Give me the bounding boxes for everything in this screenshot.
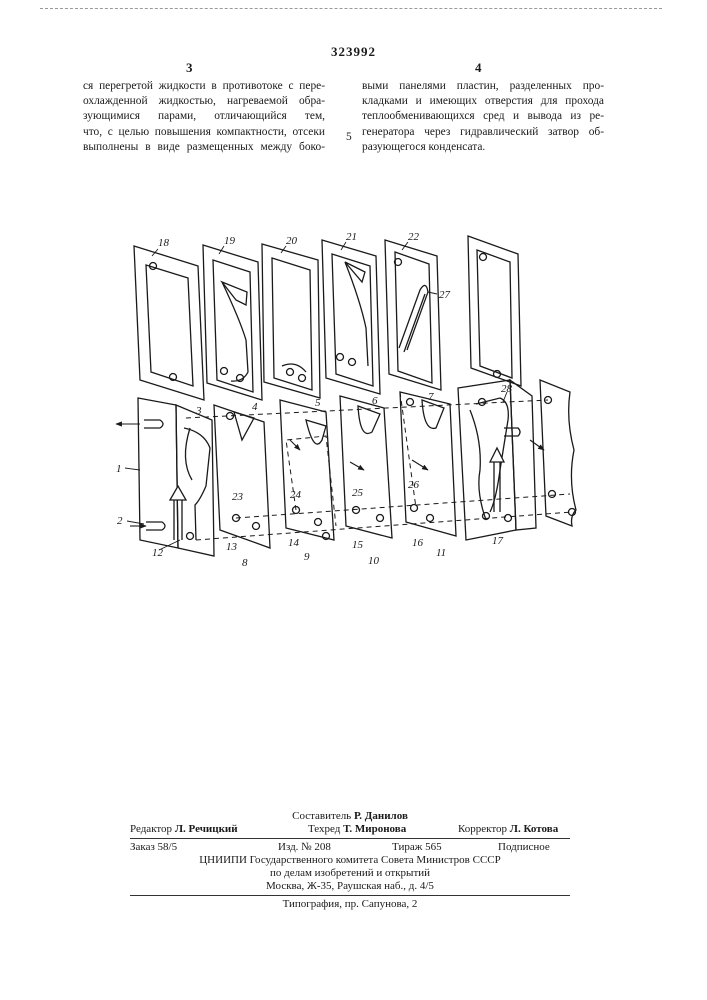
compiler-label: Составитель — [292, 810, 351, 822]
label-28: 28 — [501, 383, 513, 395]
label-11: 11 — [436, 547, 446, 559]
imprint-rule-top — [130, 838, 570, 839]
label-27: 27 — [439, 289, 451, 301]
edition-number: Изд. № 208 — [278, 841, 331, 854]
label-12: 12 — [152, 547, 164, 559]
label-10: 10 — [368, 555, 380, 567]
order-row: Заказ 58/5 Изд. № 208 Тираж 565 Подписно… — [130, 841, 570, 854]
gasket-20 — [262, 244, 320, 398]
label-13: 13 — [226, 541, 238, 553]
imprint-publication: Заказ 58/5 Изд. № 208 Тираж 565 Подписно… — [130, 841, 570, 893]
plate-5 — [280, 400, 334, 540]
plate-6 — [340, 396, 392, 538]
label-1: 1 — [116, 463, 122, 475]
gasket-22 — [385, 240, 441, 390]
printer-line: Типография, пр. Сапунова, 2 — [130, 898, 570, 911]
print-run: Тираж 565 — [392, 841, 442, 854]
label-6: 6 — [372, 395, 378, 407]
label-26: 26 — [408, 479, 420, 491]
label-4: 4 — [252, 401, 258, 413]
compiler-row: Составитель Р. Данилов — [130, 810, 570, 823]
end-plate — [540, 380, 576, 526]
label-8: 8 — [242, 557, 248, 569]
gasket-18 — [134, 246, 204, 400]
label-18: 18 — [158, 237, 170, 249]
label-20: 20 — [286, 235, 298, 247]
org-line-3: Москва, Ж-35, Раушская наб., д. 4/5 — [130, 880, 570, 893]
imprint-rule-bottom — [130, 895, 570, 896]
gasket-21 — [322, 240, 380, 394]
label-2: 2 — [117, 515, 123, 527]
plate-7 — [400, 392, 456, 536]
org-line-2: по делам изобретений и открытий — [130, 867, 570, 880]
editor-label: Редактор — [130, 823, 172, 835]
label-23: 23 — [232, 491, 244, 503]
label-19: 19 — [224, 235, 236, 247]
compiler-name: Р. Данилов — [354, 810, 408, 822]
editor-name: Л. Речицкий — [175, 823, 238, 835]
org-line-1: ЦНИИПИ Государственного комитета Совета … — [130, 854, 570, 867]
corrector-name: Л. Котова — [510, 823, 558, 835]
label-17: 17 — [492, 535, 504, 547]
imprint-credits: Составитель Р. Данилов Редактор Л. Речиц… — [130, 810, 570, 836]
editors-row: Редактор Л. Речицкий Техред Т. Миронова … — [130, 823, 570, 836]
top-panel-plate — [468, 236, 521, 386]
label-16: 16 — [412, 537, 424, 549]
label-24: 24 — [290, 489, 302, 501]
label-25: 25 — [352, 487, 364, 499]
label-14: 14 — [288, 537, 300, 549]
corrector-label: Корректор — [458, 823, 507, 835]
techred-label: Техред — [308, 823, 340, 835]
order-number: Заказ 58/5 — [130, 841, 177, 854]
label-3: 3 — [195, 405, 202, 417]
techred-name: Т. Миронова — [343, 823, 406, 835]
label-22: 22 — [408, 231, 420, 243]
plate-3 — [214, 405, 270, 548]
label-21: 21 — [346, 231, 357, 243]
label-9: 9 — [304, 551, 310, 563]
label-15: 15 — [352, 539, 364, 551]
subscription: Подписное — [498, 841, 550, 854]
label-7: 7 — [428, 391, 434, 403]
label-5: 5 — [315, 397, 321, 409]
side-panel-17 — [458, 380, 536, 540]
gasket-19 — [203, 245, 262, 400]
side-panel-1 — [138, 398, 214, 556]
